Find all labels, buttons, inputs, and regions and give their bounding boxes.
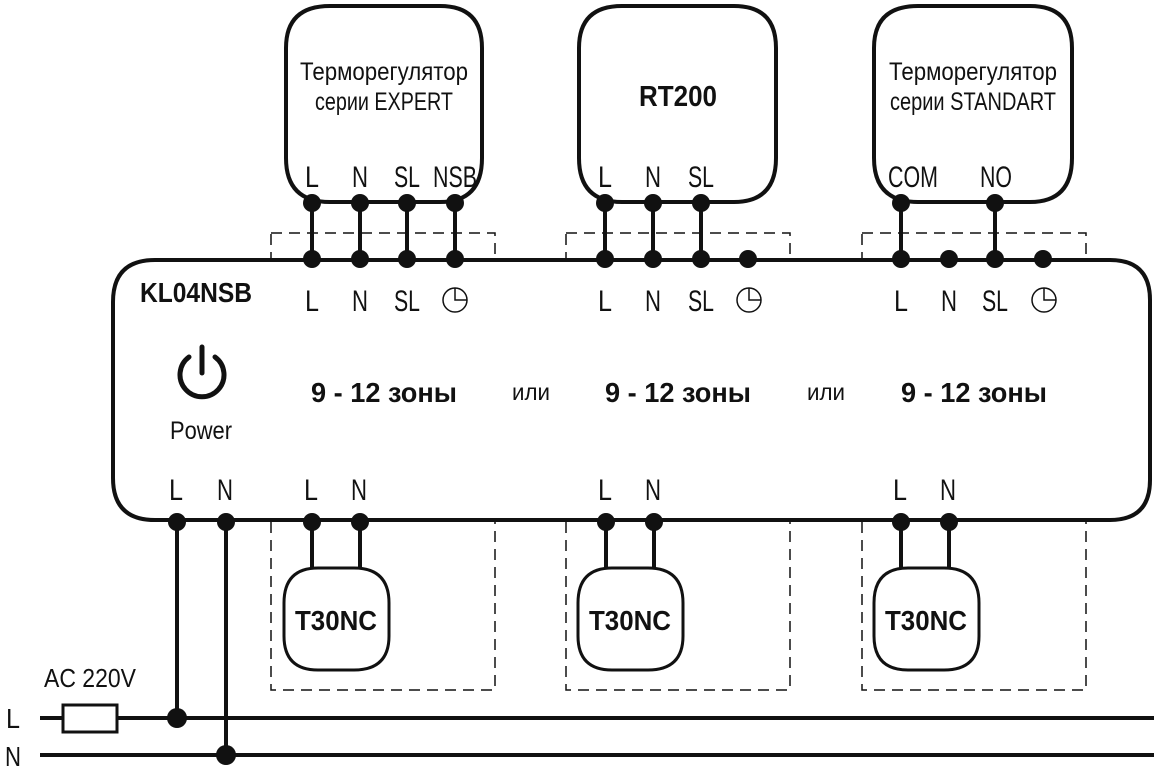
zone-3-bottom-terminal-l: L [893, 474, 907, 507]
thermostat-expert-title-1: Терморегулятор [300, 58, 468, 86]
zone-2-bottom-terminal-n: N [645, 474, 661, 507]
zone-3-range: 9 - 12 зоны [901, 377, 1047, 408]
power-icon [177, 344, 227, 400]
thermostat-rt200-title: RT200 [639, 81, 717, 113]
zone-1-bottom-terminal-l: L [304, 474, 318, 507]
actuator-2-box [576, 566, 685, 672]
zone-3-bottom-terminal-n: N [940, 474, 956, 507]
thermostat-terminal-labels: L N SL NSB L N SL COM NO [305, 161, 1012, 194]
rt200-terminal-l: L [598, 161, 612, 194]
separator-or-2: или [807, 379, 845, 405]
zone-1-terminal-l: L [305, 285, 319, 318]
actuator-1-label: T30NC [295, 605, 377, 636]
zone-1-range: 9 - 12 зоны [311, 377, 457, 408]
zone-1-bottom-terminal-n: N [351, 474, 367, 507]
expert-terminal-sl: SL [394, 161, 420, 194]
expert-terminal-nsb: NSB [433, 161, 477, 194]
zone-2-terminal-l: L [598, 285, 612, 318]
zone-2-terminal-n: N [645, 285, 661, 318]
standart-terminal-com: COM [888, 161, 938, 194]
thermostat-rt200-box [577, 3, 778, 204]
supply-line-n-label: N [5, 741, 21, 772]
power-label: Power [170, 417, 232, 445]
power-terminal-n: N [217, 474, 233, 507]
zone-2-terminal-sl: SL [688, 285, 714, 318]
zone-top-terminal-labels: L N SL L N SL L N SL [305, 285, 1008, 318]
thermostat-standart-title-2: серии STANDART [890, 88, 1056, 116]
controller-model: KL04NSB [140, 277, 252, 308]
rt200-terminal-sl: SL [688, 161, 714, 194]
zone-1-terminal-n: N [352, 285, 368, 318]
zone-2-range: 9 - 12 зоны [605, 377, 751, 408]
actuator-2-label: T30NC [589, 605, 671, 636]
zone-3-clock-icon [1031, 287, 1057, 313]
supply-line-l-label: L [6, 703, 20, 734]
expert-terminal-n: N [352, 161, 368, 194]
expert-terminal-l: L [305, 161, 319, 194]
zone-1-terminal-sl: SL [394, 285, 420, 318]
zone-3-terminal-n: N [941, 285, 957, 318]
supply-voltage-label: AC 220V [44, 663, 137, 693]
actuator-3-box [872, 566, 981, 672]
zone-1-clock-icon [442, 287, 468, 313]
fuse [61, 703, 119, 734]
zone-2-bottom-terminal-l: L [598, 474, 612, 507]
zone-bottom-terminal-labels: L N L N L N [304, 474, 956, 507]
actuator-1-box [282, 566, 391, 672]
rt200-terminal-n: N [645, 161, 661, 194]
zone-2-clock-icon [736, 287, 762, 313]
zone-3-terminal-sl: SL [982, 285, 1008, 318]
power-terminal-l: L [169, 474, 183, 507]
thermostat-expert-box [284, 3, 484, 204]
thermostat-standart-title-1: Терморегулятор [889, 58, 1057, 86]
controller-box [111, 258, 1152, 522]
connection-dots [167, 194, 1052, 765]
actuator-3-label: T30NC [885, 605, 967, 636]
thermostat-expert-title-2: серии EXPERT [315, 88, 453, 116]
standart-terminal-no: NO [980, 161, 1012, 194]
zone-3-terminal-l: L [894, 285, 908, 318]
actuator-wires [310, 520, 951, 568]
thermostat-standart-box [872, 3, 1074, 204]
separator-or-1: или [512, 379, 550, 405]
